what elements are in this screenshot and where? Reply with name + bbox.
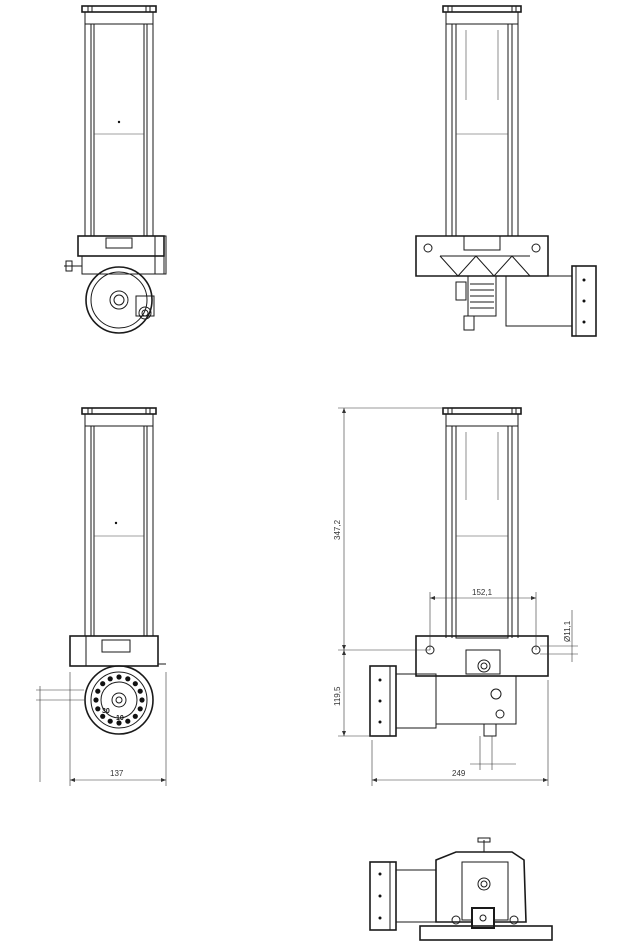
bolt-hole bbox=[139, 697, 145, 703]
view-front-right-lower bbox=[369, 407, 549, 737]
bolt-hole bbox=[100, 681, 106, 687]
dial-label-1: 10 bbox=[116, 715, 124, 722]
bolt-hole bbox=[100, 713, 106, 719]
bolt-hole bbox=[107, 718, 113, 724]
bolt-hole bbox=[125, 676, 131, 682]
bolt-hole bbox=[137, 706, 143, 712]
view-side-left-lower bbox=[69, 407, 166, 735]
bolt-hole bbox=[95, 688, 101, 694]
bolt-hole bbox=[132, 681, 138, 687]
motor-bolt-ring bbox=[93, 674, 145, 726]
view-front-right bbox=[415, 5, 597, 337]
dimension-hole-spacing bbox=[429, 592, 537, 650]
dim-height-total-label: 347,2 bbox=[333, 519, 342, 540]
dimension-depth bbox=[36, 672, 167, 786]
dim-depth-label: 137 bbox=[110, 769, 124, 778]
bolt-hole bbox=[125, 718, 131, 724]
bolt-hole bbox=[107, 676, 113, 682]
dim-height-outlet-label: 119,5 bbox=[333, 686, 342, 706]
bolt-hole bbox=[137, 688, 143, 694]
dial-label-0: 30 bbox=[102, 708, 110, 715]
bolt-hole bbox=[93, 697, 99, 703]
bolt-hole bbox=[132, 713, 138, 719]
dim-hole-spacing-label: 152,1 bbox=[472, 588, 493, 597]
bolt-hole bbox=[116, 674, 122, 680]
bolt-hole bbox=[116, 720, 122, 726]
view-bottom bbox=[369, 837, 553, 941]
dimension-hole-diameter bbox=[540, 610, 578, 662]
dim-hole-diameter-label: Ø11,1 bbox=[563, 620, 572, 642]
view-side-left bbox=[64, 5, 167, 334]
dimension-height-outlet bbox=[338, 650, 372, 737]
dim-width-label: 249 bbox=[452, 769, 466, 778]
bolt-hole bbox=[95, 706, 101, 712]
dimension-height-total bbox=[338, 407, 450, 651]
dimension-width bbox=[371, 680, 549, 786]
